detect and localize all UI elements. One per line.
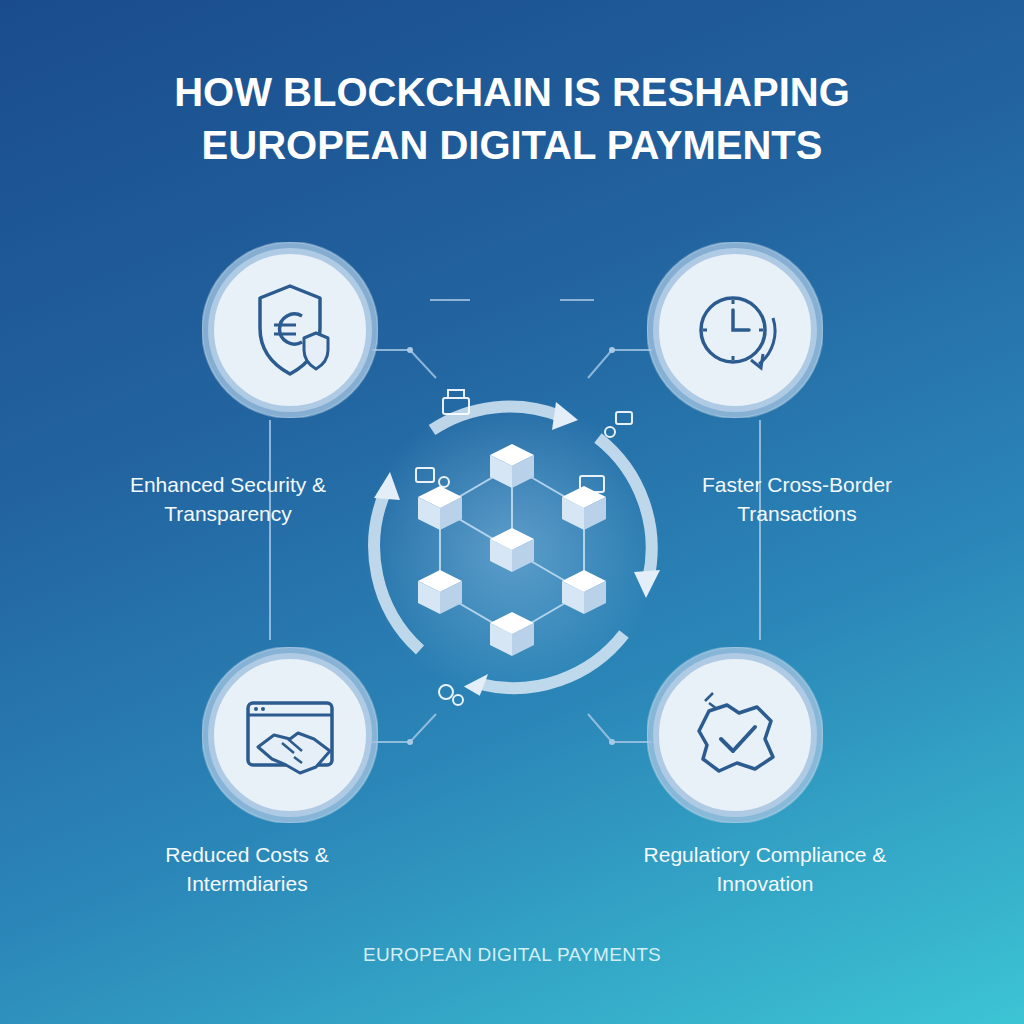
block-cube: [512, 623, 534, 656]
feature-label: Faster Cross-Border Transactions: [683, 470, 911, 529]
feature-circle: Enhanced Security & Transparency: [202, 242, 378, 418]
block-cube: [512, 539, 534, 572]
circle-icon: [647, 647, 823, 823]
block-cube: [440, 581, 462, 614]
block-cube: [440, 497, 462, 530]
block-cube: [490, 455, 512, 488]
block-cube: [418, 581, 440, 614]
feature-circle: Reduced Costs & Intermdiaries: [202, 647, 378, 823]
title: HOW BLOCKCHAIN IS RESHAPING EUROPEAN DIG…: [82, 66, 942, 172]
feature-circle: Regulatiory Compliance & Innovation: [647, 647, 823, 823]
block-cube: [584, 581, 606, 614]
block-cube: [490, 623, 512, 656]
block-cube: [562, 497, 584, 530]
circle-icon: [202, 647, 378, 823]
feature-label: Reduced Costs & Intermdiaries: [152, 840, 342, 899]
block-cube: [584, 497, 606, 530]
block-cube: [418, 497, 440, 530]
feature-label: Enhanced Security & Transparency: [122, 470, 334, 529]
block-cube: [490, 539, 512, 572]
caption: EUROPEAN DIGITAL PAYMENTS: [212, 944, 812, 966]
feature-label: Regulatiory Compliance & Innovation: [637, 840, 893, 899]
circle-icon: [647, 242, 823, 418]
circle-icon: [202, 242, 378, 418]
block-cube: [562, 581, 584, 614]
block-cube: [512, 455, 534, 488]
feature-circle: Faster Cross-Border Transactions: [647, 242, 823, 418]
